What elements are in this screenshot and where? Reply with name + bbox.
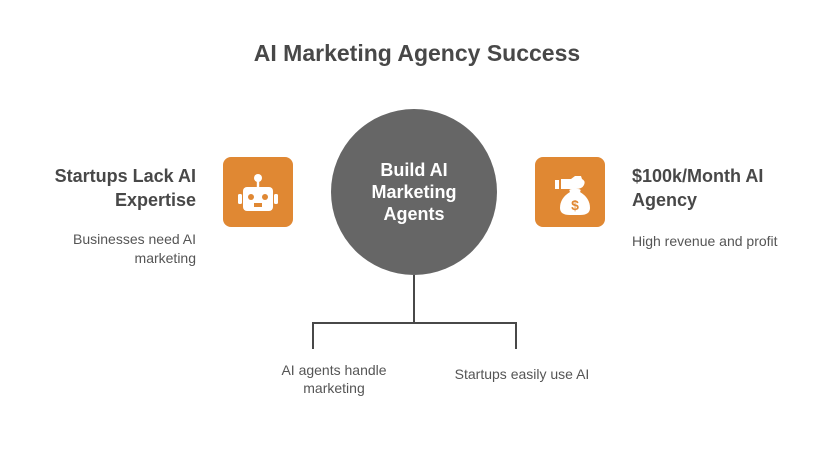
right-heading: $100k/Month AI Agency: [632, 166, 764, 210]
center-node: Build AI Marketing Agents: [331, 109, 497, 275]
svg-text:$: $: [571, 197, 579, 213]
robot-icon: [238, 174, 278, 211]
branch-label: Startups easily use AI: [454, 366, 590, 382]
center-label: Build AI Marketing Agents: [371, 160, 457, 224]
right-icon-tile: $: [535, 157, 605, 227]
left-icon-tile: [223, 157, 293, 227]
left-heading: Startups Lack AI Expertise: [54, 166, 196, 210]
right-description: High revenue and profit: [632, 233, 778, 249]
branch-label: AI agents handle marketing: [281, 362, 387, 396]
diagram-title: AI Marketing Agency Success: [253, 40, 581, 66]
left-description: Businesses need AI marketing: [73, 231, 196, 266]
money-bag-icon: $: [555, 176, 590, 215]
